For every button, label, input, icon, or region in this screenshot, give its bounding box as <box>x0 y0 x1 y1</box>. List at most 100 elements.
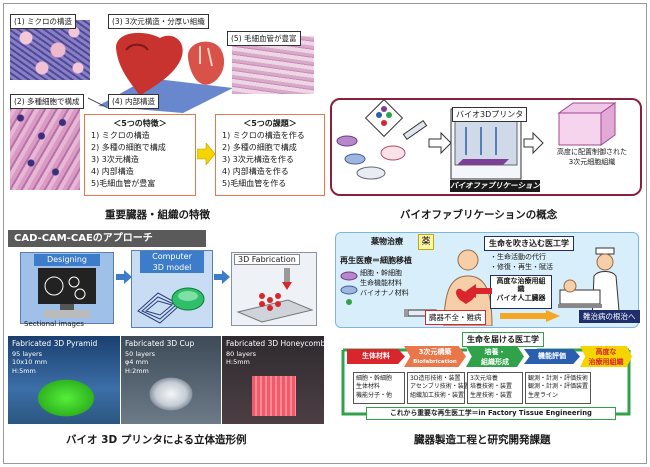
model-3d-illustration <box>137 287 205 324</box>
step-sub: 治療用組織 <box>588 358 624 366</box>
step-culture: 培養・ 組織形成 <box>466 346 524 367</box>
regen-item: 生命機能材料 <box>360 279 402 288</box>
computer-model-title: Computer 3D model <box>140 251 204 273</box>
photo-title: Fabricated 3D Cup <box>125 339 195 348</box>
detail-line: 細胞・幹細胞 <box>356 375 393 382</box>
features-box: ＜5つの特徴＞ 1) ミクロの構造 2) 多種の細胞で構成 3) 3次元構造 4… <box>84 114 196 196</box>
challenge-item: 5)毛細血管を作る <box>222 179 287 188</box>
photo-spec: 95 layers <box>12 349 43 358</box>
photo-spec: H:5mm <box>226 358 250 367</box>
photo-cup-text: Fabricated 3D Cup 50 layers φ4 mm H:2mm <box>125 339 194 375</box>
feature-item: 2) 多種の細胞で構成 <box>91 143 166 152</box>
fabrication-illustration <box>236 268 314 323</box>
feature-item: 1) ミクロの構造 <box>91 131 150 140</box>
life-item: ・修復・再生・賦活 <box>490 263 553 272</box>
regen-item: バイオナノ材料 <box>360 289 409 298</box>
arrow-right-icon <box>197 143 215 165</box>
deliver-label: 生命を届ける医工学 <box>462 332 544 347</box>
detail-line: 生体材料 <box>356 383 381 391</box>
arrow-right-icon <box>116 270 132 284</box>
monitor-icon <box>38 268 96 318</box>
arrow-left-icon <box>466 284 492 298</box>
step-advanced-tissue: 高度な 治療用組織 <box>580 346 632 367</box>
pointer-lines <box>88 97 109 109</box>
multi-cell-image <box>10 100 80 190</box>
challenge-item: 2) 多種の細胞で構成 <box>222 143 297 152</box>
detail-line: 機能分子・他 <box>356 391 393 399</box>
challenge-item: 1) ミクロの構造を作る <box>222 131 305 140</box>
sectional-images-label: Sectional images <box>24 320 84 328</box>
detail-line: 観測・計測・評価技術 <box>528 375 589 382</box>
step-label: 培養・ <box>484 348 506 356</box>
regen-items: 細胞・幹細胞 生命機能材料 バイオナノ材料 <box>360 268 409 298</box>
caption-3d-printing: バイオ 3D プリンタによる立体造形例 <box>66 434 247 446</box>
printer-label: バイオ3Dプリンタ <box>452 107 528 122</box>
designing-title: Designing <box>34 254 100 266</box>
photo-spec: 10x10 mm <box>12 358 48 367</box>
caption-organ-features: 重要臓器・組織の特徴 <box>105 209 210 221</box>
life-item: ・生命活動の代行 <box>490 253 546 261</box>
label-3d-structure: (3) 3次元構造・分厚い組織 <box>108 14 209 29</box>
photo-honeycomb-text: Fabricated 3D Honeycomb 80 layers H:5mm <box>226 339 325 367</box>
feature-item: 5)毛細血管が豊富 <box>91 179 156 188</box>
micro-structure-image <box>10 20 90 80</box>
challenge-item: 4) 内部構造を作る <box>222 167 289 176</box>
regen-label: 再生医療＝細胞移植 <box>340 256 412 265</box>
photo-spec: H:2mm <box>125 366 149 375</box>
features-title: ＜5つの特徴＞ <box>113 119 167 128</box>
drug-badge: 薬 <box>418 234 434 250</box>
challenges-title: ＜5つの課題＞ <box>243 119 297 128</box>
life-tech-label: 生命を吹き込む医工学 <box>484 236 574 251</box>
feature-item: 4) 内部構造 <box>91 167 134 176</box>
step-biomaterial: 生体材料 <box>347 349 405 364</box>
advanced-organ-line: 高度な治療用組 <box>496 277 546 285</box>
detail-box-culture: 3次元培養 培養技術・装置 生産技術・装置 <box>467 372 523 404</box>
arrow-right-icon <box>500 310 560 322</box>
fabrication-title: 3D Fabrication <box>234 254 300 265</box>
feature-item: 3) 3次元構造 <box>91 155 139 164</box>
biofab-bar: バイオファブリケーション <box>450 180 540 192</box>
photo-honeycomb <box>222 336 324 424</box>
result-line: 高度に配置制御された <box>557 148 627 156</box>
step-label: 3次元構築 <box>418 348 452 356</box>
detail-line: 3次元培養 <box>470 375 498 382</box>
label-capillary: (5) 毛細血管が豊富 <box>227 31 301 46</box>
challenges-box: ＜5つの課題＞ 1) ミクロの構造を作る 2) 多種の細胞で構成 3) 3次元構… <box>215 114 325 196</box>
shortage-label: 臓器不全・難病 <box>425 310 486 325</box>
figure-frame <box>3 3 647 464</box>
challenge-item: 3) 3次元構造を作る <box>222 155 294 164</box>
label-micro-structure: (1) ミクロの構造 <box>10 14 77 29</box>
cad-banner: CAD-CAM-CAEのアプローチ <box>8 230 206 247</box>
detail-line: 観測・計測・評価装置 <box>528 383 589 391</box>
bottom-banner: これから重要な再生医工学＝in Factory Tissue Engineeri… <box>366 407 616 420</box>
detail-box-biomaterial: 細胞・幹細胞 生体材料 機能分子・他 <box>353 372 405 404</box>
photo-spec: H:5mm <box>12 366 36 375</box>
drug-therapy-label: 薬物治療 <box>371 237 403 246</box>
detail-line: 3D造形技術・装置 <box>410 375 461 382</box>
computer-model-line: Computer <box>152 252 192 261</box>
detail-box-evaluation: 観測・計測・評価技術 観測・計測・評価装置 生産ライン <box>525 372 591 404</box>
nurse-illustration <box>558 247 621 322</box>
detail-line: 生産ライン <box>528 391 559 399</box>
step-3d-build: 3次元構築 Biofabrication <box>404 346 466 367</box>
arrow-right-icon <box>214 270 230 284</box>
result-text: 高度に配置制御された 3次元細胞組織 <box>557 147 627 167</box>
detail-line: 組織加工技術・装置 <box>410 391 465 399</box>
detail-line: 培養技術・装置 <box>470 383 513 391</box>
life-items: ・生命活動の代行 ・修復・再生・賦活 <box>490 252 553 272</box>
photo-pyramid <box>8 336 120 424</box>
result-line: 3次元細胞組織 <box>568 158 616 167</box>
regen-item: 細胞・幹細胞 <box>360 269 402 277</box>
label-internal-structure: (4) 内部構造 <box>108 94 160 109</box>
detail-line: 生産技術・装置 <box>470 391 513 399</box>
caption-organ-manufacturing: 臓器製造工程と研究開発課題 <box>414 434 551 446</box>
photo-title: Fabricated 3D Honeycomb <box>226 339 326 348</box>
computer-model-line: 3D model <box>152 263 192 272</box>
photo-spec: φ4 mm <box>125 358 149 367</box>
caption-biofabrication: バイオファブリケーションの概念 <box>400 209 558 221</box>
cure-label: 難治病の根治へ <box>579 310 640 323</box>
photo-title: Fabricated 3D Pyramid <box>12 339 98 348</box>
photo-spec: 50 layers <box>125 349 156 358</box>
detail-line: アセンブリ技術・装置 <box>410 383 470 391</box>
cell-icons <box>340 271 358 305</box>
